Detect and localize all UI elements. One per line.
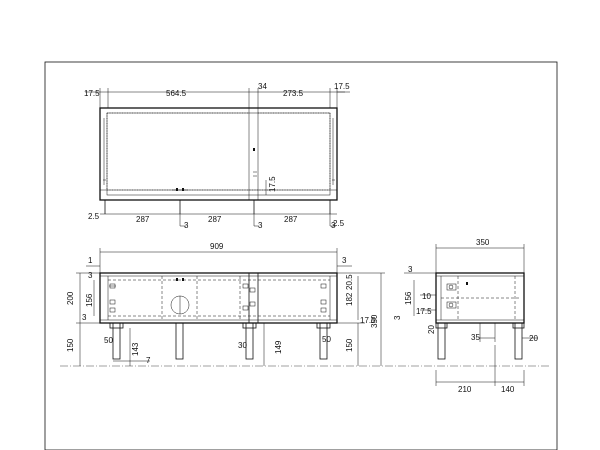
front-dim-center-leg-width: 30: [238, 341, 247, 350]
front-dim-lower-edge: 3: [82, 313, 87, 322]
top-dim-bottom-edge-left: 2.5: [88, 212, 100, 221]
front-hinges-center: [242, 283, 256, 311]
front-legs: [109, 322, 331, 360]
front-view: 909 1 3: [60, 242, 550, 367]
front-dim-right-inner-height: 182: [345, 292, 354, 306]
top-dim-right-width: 273.5: [283, 89, 304, 98]
top-dim-left-width: 564.5: [166, 89, 187, 98]
front-hinges-left: [109, 283, 116, 313]
side-legs: [435, 322, 525, 360]
top-dim-divider: 34: [258, 82, 267, 91]
side-dim-leg-to-back: 140: [501, 385, 515, 394]
front-dim-right-leg-width: 50: [322, 335, 331, 344]
side-dim-front-margin: 20: [427, 325, 436, 334]
top-dim-bottom-edge-right: 2.5: [333, 219, 345, 228]
side-hinges: [446, 282, 468, 309]
side-dim-leg-inset: 35: [471, 333, 480, 342]
side-dim-shelf-offset: 17.5: [416, 307, 432, 316]
top-dim-span-2: 287: [208, 215, 222, 224]
side-dim-body-height: 156: [404, 291, 413, 305]
top-section-mark-3: 3: [331, 221, 336, 230]
top-section-mark-1: 3: [184, 221, 189, 230]
top-section-mark-2: 3: [258, 221, 263, 230]
front-dim-left-thickness: 3: [88, 271, 93, 280]
front-dim-top-edge-right: 3: [342, 256, 347, 265]
side-dim-hinge-offset: 10: [422, 292, 431, 301]
side-dim-top-edge: 3: [408, 265, 413, 274]
side-dim-back-margin: 20: [529, 334, 538, 343]
front-dim-overall-height: 350: [370, 314, 379, 328]
side-view: 350 3 156 10 17.5 3: [393, 238, 538, 394]
top-dim-left-edge: 17.5: [84, 89, 100, 98]
front-dim-right-edge: 17.5: [360, 316, 376, 325]
drawing-frame: [44, 61, 558, 450]
side-dim-bottom-edge: 3: [393, 315, 402, 320]
front-dim-body-height: 200: [66, 291, 75, 305]
front-dim-center-leg-height: 149: [274, 340, 283, 354]
top-dim-span-3: 287: [284, 215, 298, 224]
top-view: 17.5 564.5 34 273.5 17.5 17.5: [84, 82, 350, 230]
top-dim-span-1: 287: [136, 215, 150, 224]
front-dim-floor-gap: 7: [146, 356, 151, 365]
front-dim-right-top-edge: 20.5: [345, 274, 354, 290]
front-dim-leg-height-left: 150: [66, 338, 75, 352]
top-dim-inner-height: 17.5: [268, 176, 277, 192]
side-dim-depth: 350: [476, 238, 490, 247]
front-dim-top-edge-left: 1: [88, 256, 93, 265]
side-dim-front-to-leg: 210: [458, 385, 472, 394]
top-dim-right-edge: 17.5: [334, 82, 350, 91]
front-hinges-right: [320, 283, 327, 313]
front-dim-right-leg-height: 150: [345, 338, 354, 352]
front-dim-leg-width: 50: [104, 336, 113, 345]
front-dim-overall-width: 909: [210, 242, 224, 251]
front-dim-door-height: 156: [85, 293, 94, 307]
front-dim-leg-offset: 143: [131, 342, 140, 356]
